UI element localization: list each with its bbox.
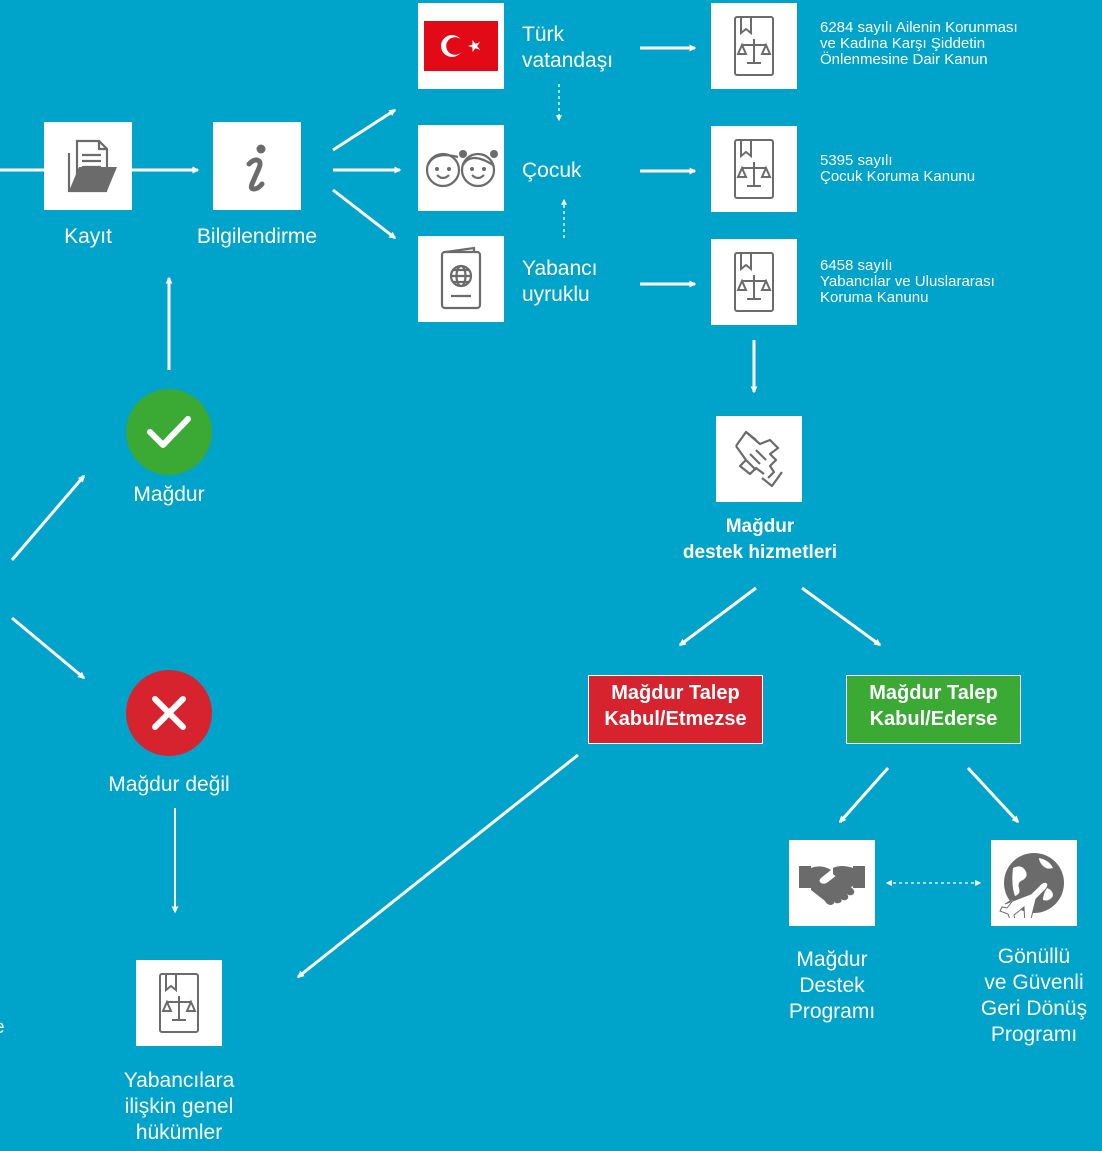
arrow-reject-general — [296, 753, 579, 979]
arrow-accept-return — [966, 766, 1020, 824]
child-box — [418, 125, 504, 211]
information-box — [213, 122, 301, 210]
registration-label: Kayıt — [64, 225, 112, 248]
arrow-accept-program — [838, 767, 890, 824]
foreign-box — [418, 236, 504, 322]
victim-label: Mağdur — [133, 483, 205, 506]
general-provisions-box — [136, 960, 222, 1046]
law-book-scale-icon — [734, 252, 774, 312]
information-label: Bilgilendirme — [196, 225, 318, 248]
not-victim-label: Mağdur değil — [108, 773, 230, 796]
law-book-scale-icon — [734, 16, 774, 76]
law-book-scale-icon — [734, 139, 774, 199]
arrow-support-accept — [801, 586, 882, 647]
turkish-flag-icon — [424, 21, 498, 71]
law-book-scale-icon — [159, 973, 199, 1033]
folder-document-icon — [67, 139, 117, 193]
left-edge-fragment: e — [0, 1015, 5, 1041]
globe-plane-icon — [999, 853, 1064, 918]
children-faces-icon — [425, 150, 498, 188]
arrow-to-turkish — [332, 108, 397, 152]
victim-circle — [126, 389, 212, 475]
handshake-icon — [799, 866, 865, 905]
law-box-foreign — [711, 239, 797, 325]
holding-hands-icon — [735, 430, 783, 488]
law-box-child — [711, 126, 797, 212]
turkish-box — [418, 3, 504, 89]
law-box-turkish — [711, 3, 797, 89]
cross-icon — [152, 696, 186, 730]
arrow-to-not-victim — [11, 616, 86, 680]
arrow-to-foreign — [332, 188, 397, 240]
arrow-support-reject — [678, 586, 757, 647]
program-box — [789, 840, 875, 926]
support-box — [716, 416, 802, 502]
info-icon — [246, 144, 266, 192]
passport-icon — [440, 246, 482, 310]
return-box — [991, 840, 1077, 926]
check-icon — [147, 416, 191, 448]
arrow-to-victim — [10, 474, 86, 561]
not-victim-circle — [126, 670, 212, 756]
child-label: Çocuk — [522, 159, 582, 182]
registration-box — [44, 122, 132, 210]
